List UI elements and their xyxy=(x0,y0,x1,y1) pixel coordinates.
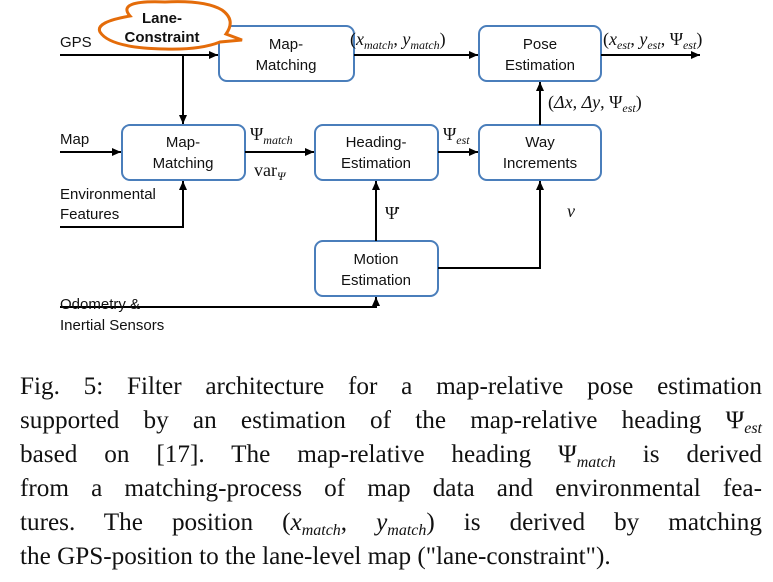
svg-text:Pose: Pose xyxy=(523,36,557,53)
odometry-label-2: Inertial Sensors xyxy=(60,317,164,334)
caption-line-6: the GPS-position to the lane-level map (… xyxy=(20,543,611,570)
odometry-label-1: Odometry & xyxy=(60,296,140,313)
gps-label: GPS xyxy=(60,34,92,51)
motion-to-way-arrow xyxy=(438,181,544,269)
box-pose-estimation: Pose Estimation xyxy=(478,25,602,82)
signal-estimated-pose: (xest, yest, Ψest) xyxy=(603,29,702,52)
svg-text:Lane-: Lane- xyxy=(142,10,182,27)
env-label-2: Features xyxy=(60,206,119,223)
box-heading-estimation: Heading- Estimation xyxy=(314,124,439,181)
svg-text:Increments: Increments xyxy=(503,155,577,172)
figure-caption: Fig. 5: Filter architecture for a map-re… xyxy=(20,370,762,574)
caption-line-4: from a matching-process of map data and … xyxy=(20,475,762,502)
svg-text:Estimation: Estimation xyxy=(341,272,411,289)
svg-text:Map-: Map- xyxy=(166,134,200,151)
odometry-arrow xyxy=(60,297,380,308)
caption-line-5: tures. The position (xmatch, ymatch) is … xyxy=(20,509,762,539)
env-label-1: Environmental xyxy=(60,186,156,203)
svg-text:Estimation: Estimation xyxy=(505,57,575,74)
svg-text:Matching: Matching xyxy=(153,155,214,172)
svg-text:Matching: Matching xyxy=(256,57,317,74)
caption-line-3: based on [17]. The map-relative heading … xyxy=(20,441,763,471)
caption-line-1: Fig. 5: Filter architecture for a map-re… xyxy=(20,373,762,400)
map-label: Map xyxy=(60,131,89,148)
signal-psi-est: Ψest xyxy=(443,124,470,147)
box-map-matching-mid: Map- Matching xyxy=(121,124,246,181)
lane-constraint-callout: Lane- Constraint xyxy=(97,0,243,51)
signal-match-position: (xmatch, ymatch) xyxy=(350,29,446,52)
svg-text:Motion: Motion xyxy=(353,251,398,268)
svg-text:Heading-: Heading- xyxy=(346,134,407,151)
box-map-matching-top: Map- Matching xyxy=(218,25,355,82)
svg-text:Way: Way xyxy=(525,134,555,151)
signal-psi-match: Ψmatch xyxy=(250,124,293,147)
svg-text:Constraint: Constraint xyxy=(125,29,200,46)
env-arrow xyxy=(60,181,187,228)
box-way-increments: Way Increments xyxy=(478,124,602,181)
filter-architecture-diagram: Map- Matching Pose Estimation Map- Match… xyxy=(60,0,702,334)
signal-psi-dot: Ψ̇ xyxy=(385,203,399,223)
svg-text:Estimation: Estimation xyxy=(341,155,411,172)
signal-increments: (Δx, Δy, Ψest) xyxy=(548,92,642,115)
signal-var-psi: varΨ xyxy=(254,160,287,183)
connectors xyxy=(60,51,700,308)
box-motion-estimation: Motion Estimation xyxy=(314,240,439,297)
signal-v: v xyxy=(567,201,575,221)
caption-line-2: supported by an estimation of the map-re… xyxy=(20,407,762,437)
svg-text:Map-: Map- xyxy=(269,36,303,53)
